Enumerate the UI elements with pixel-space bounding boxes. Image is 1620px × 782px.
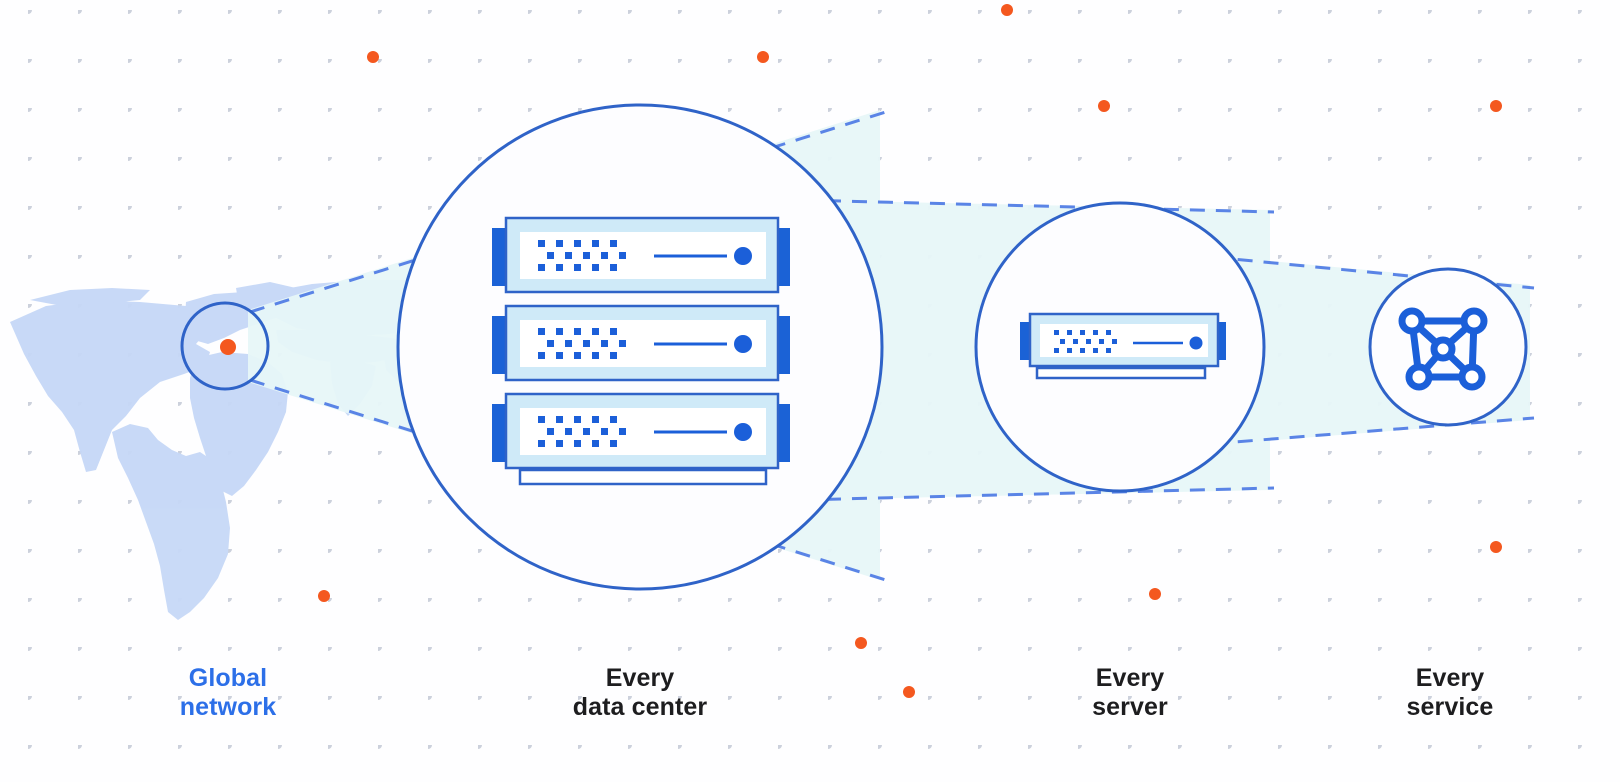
stage-label-service: Every service — [1406, 664, 1494, 721]
mesh-node-center — [1430, 336, 1456, 362]
highlight-dot — [903, 686, 915, 698]
rack-unit-2 — [492, 304, 790, 382]
rack-unit-3-status-dot — [734, 423, 752, 441]
rack-unit-3 — [492, 392, 790, 470]
highlight-dot — [1490, 541, 1502, 553]
rack-unit-2-status-dot — [734, 335, 752, 353]
highlight-dot — [367, 51, 379, 63]
highlight-dot-group — [222, 4, 1502, 698]
mesh-node-bottom-right — [1458, 363, 1486, 391]
map-location-circle[interactable] — [180, 301, 270, 391]
cone1-top-edge — [249, 108, 893, 314]
rack-unit-2-led-grid — [538, 328, 626, 359]
highlight-dot — [855, 637, 867, 649]
server-base-plinth — [1035, 366, 1207, 380]
stage-label-data-center: Every data center — [572, 664, 708, 721]
rack-unit-1 — [492, 216, 790, 294]
cone2-bottom-edge — [799, 486, 1275, 502]
highlight-dot — [318, 590, 330, 602]
rack-unit-3-led-grid — [538, 416, 626, 447]
mesh-node-top-right — [1460, 307, 1488, 335]
highlight-dot — [757, 51, 769, 63]
highlight-dot — [1001, 4, 1013, 16]
rack-unit-1-led-grid — [538, 240, 626, 271]
highlight-dot — [1098, 100, 1110, 112]
cone1-bottom-edge — [249, 378, 893, 584]
mesh-node-top-left — [1398, 307, 1426, 335]
highlight-dot — [1149, 588, 1161, 600]
stage-label-server: Every server — [1092, 664, 1168, 721]
mesh-node-bottom-left — [1405, 363, 1433, 391]
server-status-dot — [1189, 336, 1203, 350]
rack-base-plinth — [518, 468, 768, 486]
highlight-dot — [222, 341, 234, 353]
cone2-top-edge — [799, 198, 1275, 214]
stage-label-global-network: Global network — [179, 664, 277, 721]
highlight-dot — [1490, 100, 1502, 112]
rack-unit-1-status-dot — [734, 247, 752, 265]
mesh-nodes — [1398, 307, 1488, 391]
server-led-grid — [1054, 330, 1117, 353]
